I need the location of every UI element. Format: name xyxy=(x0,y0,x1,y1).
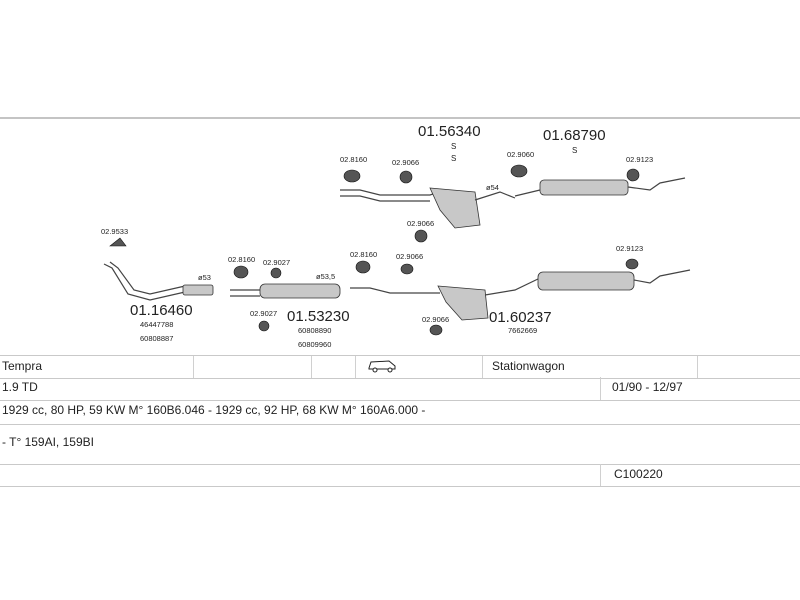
hanger-label-left: 02.9533 xyxy=(101,227,128,236)
cell-type: - T° 159AI, 159BI xyxy=(2,435,94,449)
table-row-engine: 1.9 TD 01/90 - 12/97 xyxy=(0,377,800,401)
clamp-label-g: 02.9027 xyxy=(263,258,290,267)
table-row-type: - T° 159AI, 159BI xyxy=(0,424,800,465)
clamp-label-h: 02.9027 xyxy=(250,309,277,318)
clamp-label-a: 02.8160 xyxy=(340,155,367,164)
cell-body-type: Stationwagon xyxy=(492,359,565,373)
clamp-label-b: 02.9066 xyxy=(392,158,419,167)
clamp-label-j: 02.9066 xyxy=(396,252,423,261)
clamp-label-d: 02.9123 xyxy=(626,155,653,164)
dim-54: ø54 xyxy=(486,183,499,192)
flex-joint xyxy=(182,284,214,296)
rear-center-muffler xyxy=(437,285,489,321)
dim-53-5: ø53,5 xyxy=(316,272,335,281)
cell-model: Tempra xyxy=(2,359,43,373)
clamp-label-f: 02.8160 xyxy=(228,255,255,264)
rubber-hanger-icon xyxy=(343,164,640,243)
rear-ref: 7662669 xyxy=(508,326,537,335)
mid-front-pipe xyxy=(230,289,260,297)
cell-spec: 1929 cc, 80 HP, 59 KW M° 160B6.046 - 192… xyxy=(2,403,426,417)
rear-muffler xyxy=(537,271,635,291)
part-code-01-68790: 01.68790 xyxy=(543,127,606,144)
rear-inlet-pipe xyxy=(350,287,440,294)
exhaust-diagram: 01.56340 S S 01.68790 S 02.8160 02.9066 … xyxy=(0,117,800,349)
gasket-icon xyxy=(233,265,282,332)
table-row-spec: 1929 cc, 80 HP, 59 KW M° 160B6.046 - 192… xyxy=(0,400,800,425)
front-downpipe xyxy=(103,263,186,301)
part-code-01-56340-sub2: S xyxy=(451,154,456,163)
center-silencer xyxy=(259,283,341,299)
front-ref-1: 46447788 xyxy=(140,320,173,329)
table-row-model: Tempra Stationwagon xyxy=(0,355,800,379)
dim-53: ø53 xyxy=(198,273,211,282)
top-center-muffler xyxy=(429,187,481,229)
mid-ref-2: 60809960 xyxy=(298,340,331,349)
clamp-label-c: 02.9060 xyxy=(507,150,534,159)
top-rear-pipe xyxy=(514,177,686,197)
part-code-01-68790-sub: S xyxy=(572,146,577,155)
rubber-mount-icon xyxy=(355,260,443,336)
mid-ref-1: 60808890 xyxy=(298,326,331,335)
car-body-icon xyxy=(365,357,397,379)
clamp-label-l: 02.9123 xyxy=(616,244,643,253)
front-downpipe-inner xyxy=(109,261,186,295)
top-rear-muffler xyxy=(539,179,629,196)
rear-link-pipe xyxy=(484,277,541,296)
top-front-pipe-lower xyxy=(340,195,430,202)
top-front-pipe xyxy=(340,189,446,196)
part-code-01-60237: 01.60237 xyxy=(489,309,552,326)
front-ref-2: 60808887 xyxy=(140,334,173,343)
top-link-pipe xyxy=(474,191,516,201)
exhaust-diagram-svg: 01.56340 S S 01.68790 S 02.8160 02.9066 … xyxy=(0,117,800,349)
part-code-01-56340-sub1: S xyxy=(451,142,456,151)
clamp-label-i: 02.8160 xyxy=(350,250,377,259)
part-code-01-53230: 01.53230 xyxy=(287,308,350,325)
table-row-catalog: C100220 xyxy=(0,464,800,487)
cell-catalog-code: C100220 xyxy=(614,467,663,481)
clamp-label-e: 02.9066 xyxy=(407,219,434,228)
tail-pipe xyxy=(633,269,691,284)
cell-years: 01/90 - 12/97 xyxy=(612,380,683,394)
cell-engine: 1.9 TD xyxy=(2,380,38,394)
part-code-01-16460: 01.16460 xyxy=(130,302,193,319)
rear-hanger-icon xyxy=(625,258,639,270)
clamp-label-k: 02.9066 xyxy=(422,315,449,324)
triangle-hanger-icon xyxy=(109,237,127,247)
part-code-01-56340: 01.56340 xyxy=(418,123,481,140)
